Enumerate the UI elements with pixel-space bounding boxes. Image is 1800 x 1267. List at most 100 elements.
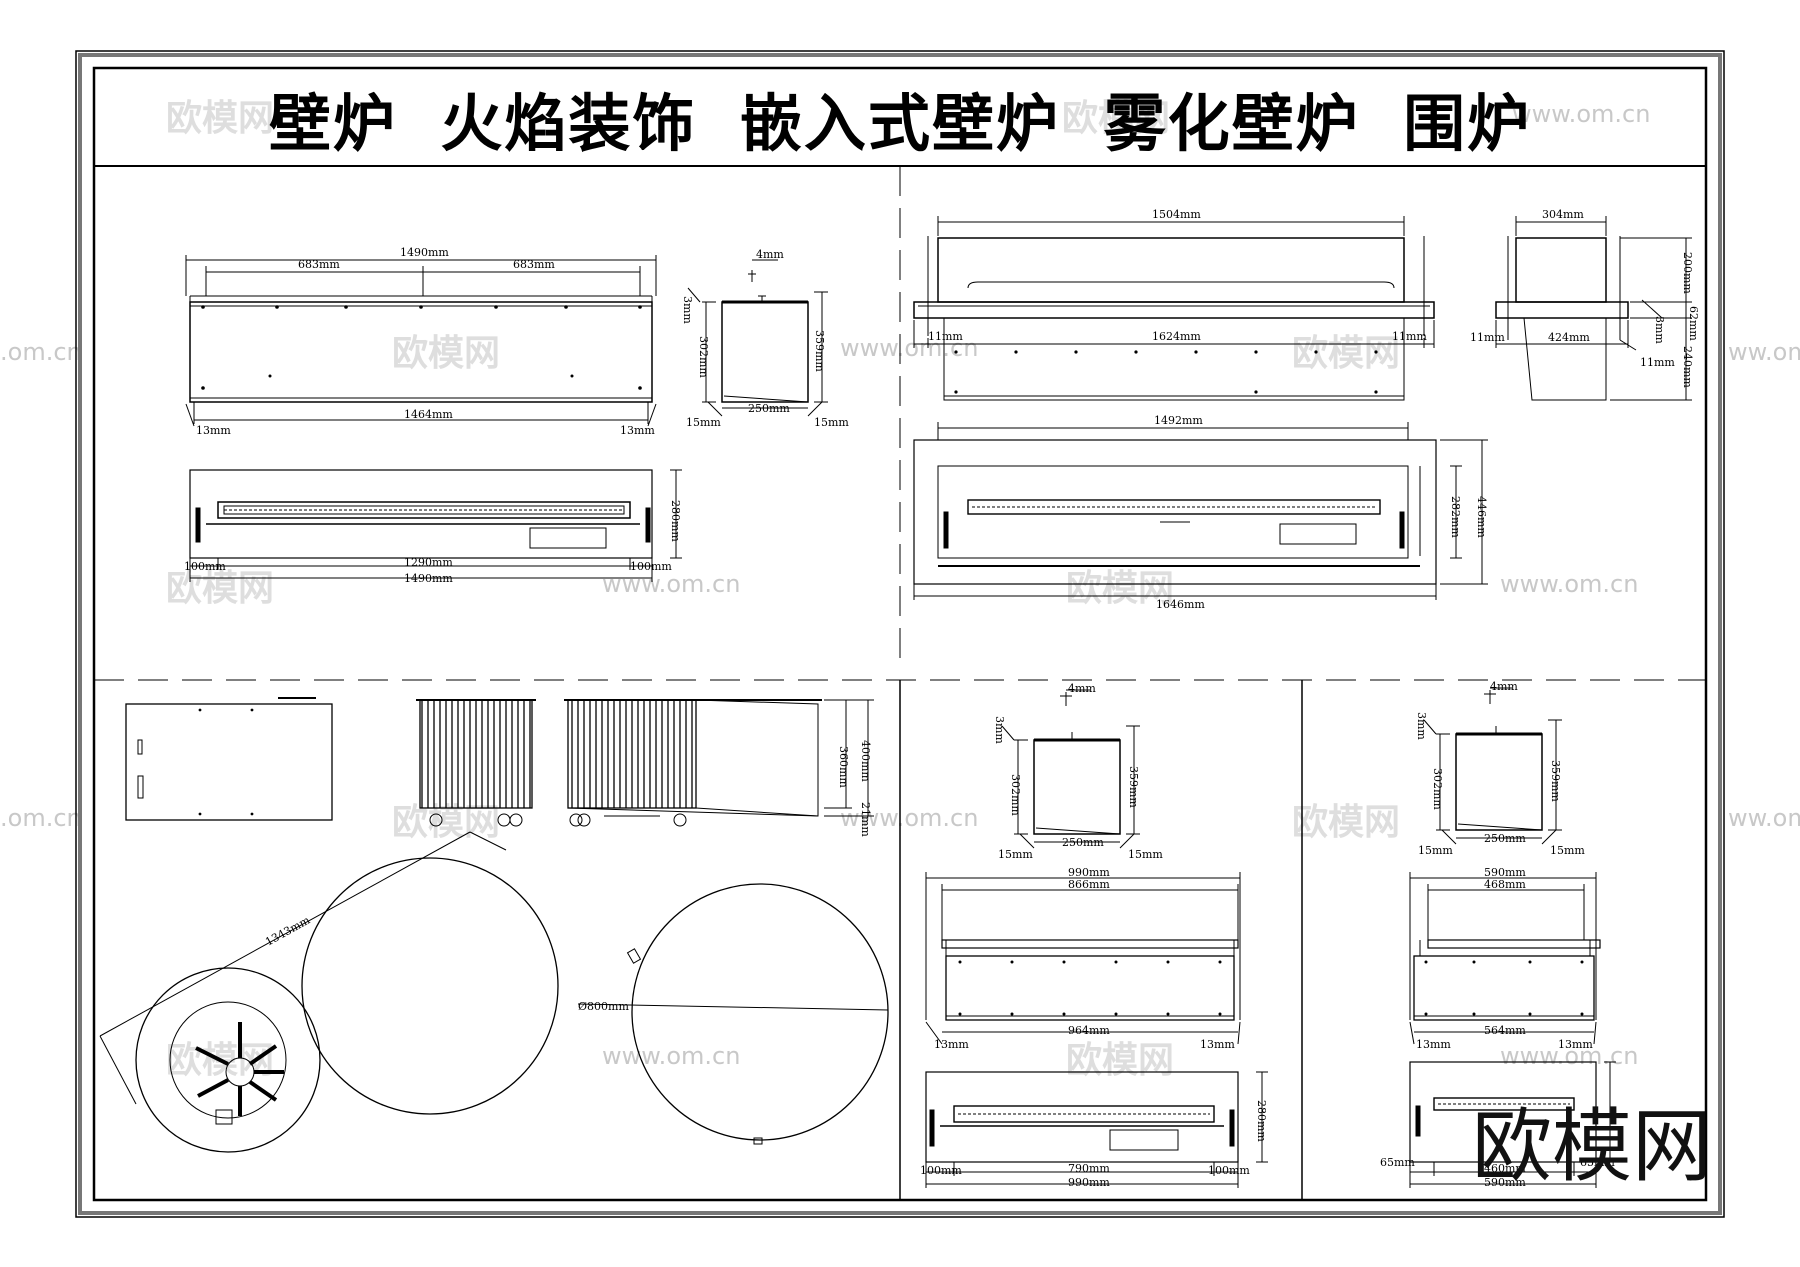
svg-text:359mm: 359mm — [813, 330, 826, 372]
watermark-layer: 欧模网 欧模网 www.om.cn 欧模网 欧模网 .om.cn www.om.… — [0, 98, 1800, 1081]
svg-text:360mm: 360mm — [837, 746, 850, 788]
svg-text:欧模网: 欧模网 — [392, 333, 500, 374]
svg-text:100mm: 100mm — [1208, 1164, 1250, 1177]
svg-text:250mm: 250mm — [748, 402, 790, 415]
svg-text:11mm: 11mm — [1640, 356, 1675, 369]
svg-text:1343mm: 1343mm — [263, 913, 313, 948]
svg-text:304mm: 304mm — [1542, 208, 1584, 221]
svg-text:65mm: 65mm — [1580, 1156, 1615, 1169]
svg-text:62mm: 62mm — [1687, 306, 1700, 341]
svg-text:www.om.cn: www.om.cn — [1512, 100, 1650, 128]
svg-text:4mm: 4mm — [756, 248, 784, 261]
dim-a-bottom-inner: 1464mm — [404, 408, 453, 421]
dim-a-top-overall: 1490mm — [400, 246, 449, 259]
svg-text:964mm: 964mm — [1068, 1024, 1110, 1037]
svg-text:468mm: 468mm — [1484, 878, 1526, 891]
panel-d-front-elevation — [925, 872, 1241, 1045]
panel-b-plan-view — [913, 422, 1488, 600]
panel-a-front-elevation — [185, 255, 657, 427]
svg-text:302mm: 302mm — [1431, 768, 1444, 810]
panel-c-cabinet-ribbed-left — [278, 697, 536, 827]
svg-text:15mm: 15mm — [1550, 844, 1585, 857]
svg-text:欧模网: 欧模网 — [166, 98, 274, 139]
svg-text:200mm: 200mm — [1681, 252, 1694, 294]
svg-text:3mm: 3mm — [1415, 712, 1428, 740]
svg-text:1290mm: 1290mm — [404, 556, 453, 569]
svg-text:1624mm: 1624mm — [1152, 330, 1201, 343]
panel-a-side-elevation — [687, 259, 828, 417]
svg-text:www.om.cn: www.om.cn — [602, 1042, 740, 1070]
svg-text:13mm: 13mm — [1416, 1038, 1451, 1051]
dim-a-half-left: 683mm — [298, 258, 340, 271]
svg-text:13mm: 13mm — [1200, 1038, 1235, 1051]
svg-text:240mm: 240mm — [1681, 346, 1694, 388]
svg-text:100mm: 100mm — [630, 560, 672, 573]
svg-text:15mm: 15mm — [1418, 844, 1453, 857]
svg-text:4mm: 4mm — [1490, 680, 1518, 693]
svg-text:250mm: 250mm — [1062, 836, 1104, 849]
svg-text:280mm: 280mm — [1255, 1100, 1268, 1142]
svg-text:11mm: 11mm — [1470, 331, 1505, 344]
svg-text:www.om.cn: www.om.cn — [602, 570, 740, 598]
svg-text:1504mm: 1504mm — [1152, 208, 1201, 221]
svg-text:990mm: 990mm — [1068, 1176, 1110, 1189]
svg-text:.om.cn: .om.cn — [0, 338, 82, 366]
svg-text:424mm: 424mm — [1548, 331, 1590, 344]
drawing-title: 壁炉 火焰装饰 嵌入式壁炉 雾化壁炉 围炉 — [268, 87, 1532, 160]
panel-c-round-plan-open — [99, 831, 559, 1153]
svg-text:11mm: 11mm — [928, 330, 963, 343]
svg-text:590mm: 590mm — [1484, 1176, 1526, 1189]
svg-text:ww.om: ww.om — [1728, 804, 1800, 832]
panel-e-front-elevation — [1409, 872, 1601, 1045]
svg-text:302mm: 302mm — [1009, 774, 1022, 816]
svg-text:www.om.cn: www.om.cn — [840, 804, 978, 832]
svg-text:65mm: 65mm — [1380, 1156, 1415, 1169]
svg-text:欧模网: 欧模网 — [1292, 802, 1400, 843]
svg-text:1492mm: 1492mm — [1154, 414, 1203, 427]
panel-c-cabinet-left — [125, 703, 333, 821]
svg-text:欧模网: 欧模网 — [392, 802, 500, 843]
svg-text:446mm: 446mm — [1475, 496, 1488, 538]
panel-a-fireplace-1490: 1490mm 683mm 683mm 1464mm 13mm 13mm 4mm … — [184, 246, 849, 585]
svg-text:1490mm: 1490mm — [404, 572, 453, 585]
svg-text:13mm: 13mm — [934, 1038, 969, 1051]
panel-c-cabinet-ribbed-right — [564, 699, 874, 827]
panel-d-side-elevation — [1001, 689, 1140, 849]
svg-text:3mm: 3mm — [993, 716, 1006, 744]
dim-a-edge-left: 13mm — [196, 424, 231, 437]
svg-text:欧模网: 欧模网 — [1066, 568, 1174, 609]
svg-text:282mm: 282mm — [1449, 496, 1462, 538]
svg-text:3mm: 3mm — [681, 296, 694, 324]
sheet-frame — [75, 50, 1725, 1218]
dim-a-half-right: 683mm — [513, 258, 555, 271]
svg-text:100mm: 100mm — [184, 560, 226, 573]
svg-text:100mm: 100mm — [920, 1164, 962, 1177]
svg-text:866mm: 866mm — [1068, 878, 1110, 891]
panel-b-front-elevation — [913, 216, 1435, 401]
svg-text:www.om.cn: www.om.cn — [1500, 1042, 1638, 1070]
svg-text:3mm: 3mm — [1653, 316, 1666, 344]
svg-text:460mm: 460mm — [1484, 1162, 1526, 1175]
svg-text:590mm: 590mm — [1484, 866, 1526, 879]
svg-text:.om.cn: .om.cn — [0, 804, 82, 832]
svg-text:www.om.cn: www.om.cn — [840, 334, 978, 362]
svg-text:250mm: 250mm — [1484, 832, 1526, 845]
svg-text:790mm: 790mm — [1068, 1162, 1110, 1175]
svg-text:21mm: 21mm — [859, 802, 872, 837]
panel-a-plan-view — [189, 469, 682, 582]
panel-e-fireplace-590: 4mm 3mm 302mm 359mm 250mm 15mm 15mm — [1380, 680, 1616, 1189]
panel-b-insert-1504: 1504mm 11mm 1624mm 11mm 304mm 200mm 62mm… — [913, 208, 1700, 611]
svg-text:15mm: 15mm — [686, 416, 721, 429]
svg-text:ww.om: ww.om — [1728, 338, 1800, 366]
svg-text:400mm: 400mm — [859, 740, 872, 782]
svg-text:15mm: 15mm — [998, 848, 1033, 861]
brand-watermark-logo: 欧模网 — [1472, 1100, 1712, 1193]
panel-e-side-elevation — [1423, 687, 1562, 845]
svg-text:359mm: 359mm — [1127, 766, 1140, 808]
panel-b-side-elevation — [1495, 216, 1692, 401]
svg-text:11mm: 11mm — [1392, 330, 1427, 343]
svg-text:15mm: 15mm — [814, 416, 849, 429]
svg-text:990mm: 990mm — [1068, 866, 1110, 879]
panel-d-plan-view — [925, 1071, 1268, 1188]
